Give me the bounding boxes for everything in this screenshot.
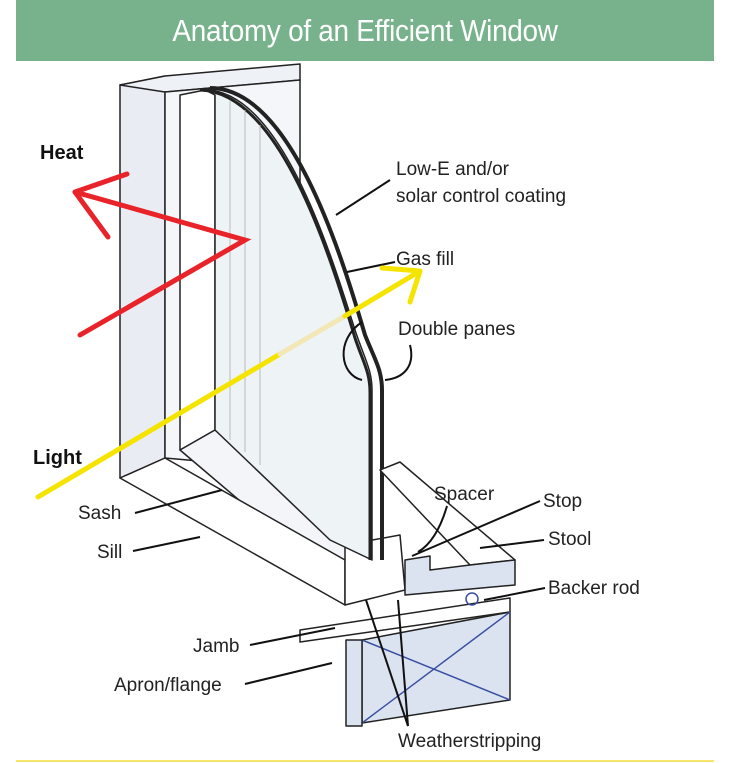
- double-panes-label: Double panes: [398, 319, 515, 340]
- heat-label: Heat: [40, 142, 84, 164]
- frame-left-jamb: [119, 75, 166, 479]
- frame-top: [119, 63, 301, 93]
- backer-rod: [465, 592, 479, 606]
- weatherstripping-label: Weatherstripping: [398, 731, 541, 752]
- low-e-label-line2: solar control coating: [396, 186, 566, 207]
- gas-fill-label: Gas fill: [396, 249, 454, 270]
- glass-pane: [204, 89, 373, 561]
- glass-inner-edge: [199, 88, 372, 560]
- low-e-label-line1: Low-E and/or: [396, 159, 510, 180]
- jamb-label: Jamb: [193, 636, 239, 657]
- backer-rod-label: Backer rod: [548, 578, 640, 599]
- title: Anatomy of an Efficient Window: [172, 12, 558, 48]
- leader-lines: [132, 179, 546, 727]
- sill-label: Sill: [97, 542, 122, 563]
- glass-outer-edge: [209, 86, 384, 560]
- spacer-label: Spacer: [434, 484, 495, 505]
- light-arrow: [35, 265, 423, 500]
- sash-label: Sash: [78, 503, 121, 524]
- apron-post: [345, 639, 363, 727]
- stop-label: Stop: [543, 491, 582, 512]
- light-label: Light: [33, 447, 82, 469]
- title-banner: Anatomy of an Efficient Window: [16, 0, 714, 61]
- stool-label: Stool: [548, 529, 591, 550]
- heat-arrow: [72, 171, 252, 338]
- stool: [404, 555, 516, 596]
- apron-label: Apron/flange: [114, 675, 222, 696]
- bottom-divider: [16, 760, 714, 762]
